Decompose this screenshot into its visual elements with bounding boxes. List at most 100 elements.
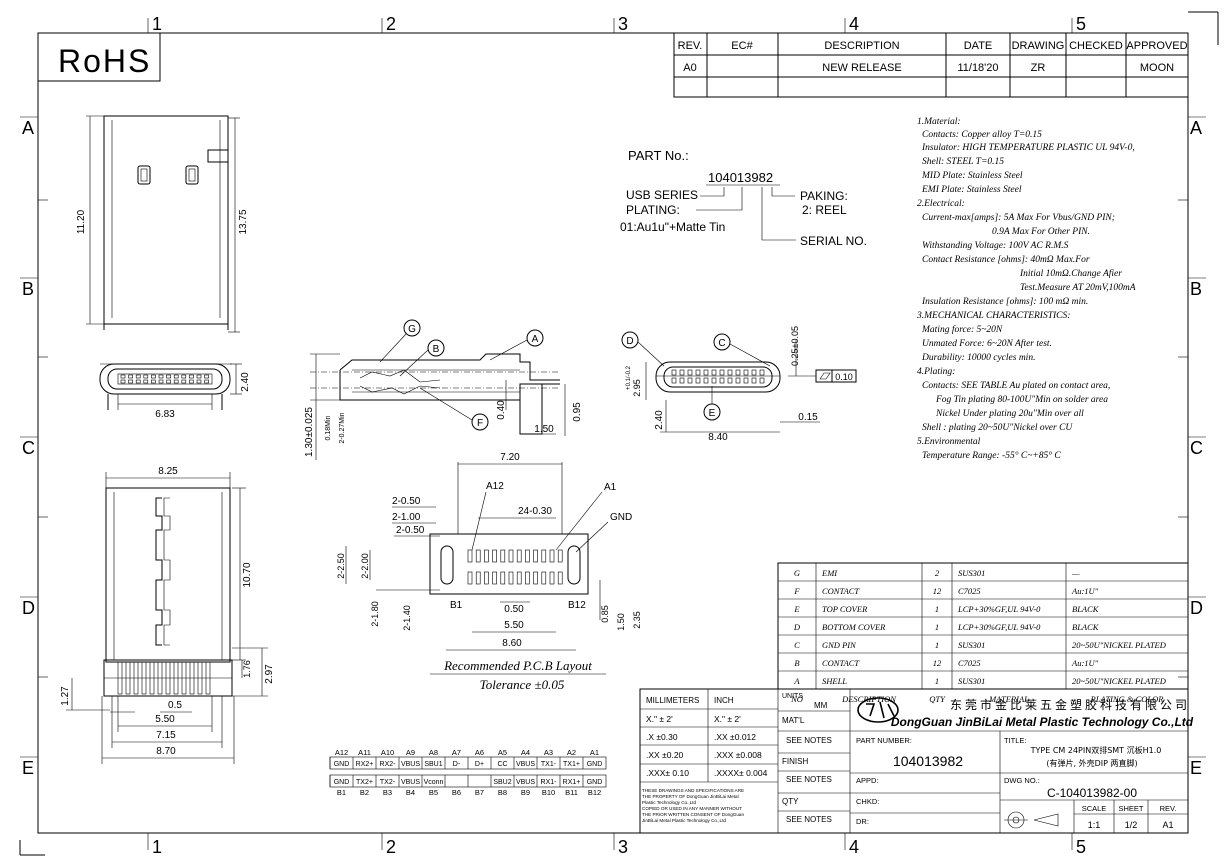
grid-row-c: C — [22, 438, 35, 458]
bom-cell: SHELL — [822, 676, 847, 686]
part-no-label: PART No.: — [628, 148, 689, 163]
pin-label-bottom: B2 — [360, 788, 369, 797]
chkd-label: CHKD: — [856, 797, 879, 806]
rev-label: REV. — [1160, 804, 1177, 813]
company-name-en: DongGuan JinBiLai Metal Plastic Technolo… — [891, 715, 1194, 729]
pin-label-bottom: B12 — [588, 788, 601, 797]
front-pin — [143, 374, 149, 379]
section-pin — [671, 377, 677, 384]
title-label: TITLE: — [1004, 736, 1027, 745]
pin-label-top: A3 — [544, 748, 553, 757]
units-value: MM — [814, 701, 828, 710]
plating-value: 01:Au1u"+Matte Tin — [620, 220, 725, 234]
bom-cell: 2 — [935, 568, 940, 578]
bom-cell: C7025 — [958, 658, 981, 668]
grid-ticks — [20, 18, 1206, 850]
front-pin — [166, 374, 171, 379]
dim-0-18min: 0.18Min — [325, 415, 332, 440]
front-pin — [173, 379, 179, 384]
rev-row-rev: A0 — [683, 62, 696, 74]
pcb-label-a12: A12 — [486, 481, 504, 492]
pin-assignment: A12GNDGNDB1A11RX2+TX2+B2A10RX2-TX2-B3A9V… — [329, 748, 607, 797]
bom-cell: 1 — [935, 676, 939, 686]
rev-row-date: 11/18'20 — [957, 62, 998, 74]
svg-text:E: E — [709, 408, 716, 419]
pin-signal-top: CC — [497, 761, 507, 768]
front-pin — [189, 379, 194, 384]
section-pin — [727, 377, 733, 384]
pin-signal-top: VBUS — [401, 761, 420, 768]
svg-text:.XXX ±0.008: .XXX ±0.008 — [714, 750, 762, 760]
pin-signal-top: RX2- — [380, 761, 397, 768]
scale-label: SCALE — [1082, 804, 1107, 813]
pcb-pad — [492, 549, 497, 563]
pcb-dim-2-200: 2-2.00 — [360, 553, 370, 579]
sheet-label: SHEET — [1118, 804, 1143, 813]
bom-cell: C7025 — [958, 586, 981, 596]
pin-label-top: A7 — [452, 748, 461, 757]
pin-signal-bottom: GND — [587, 779, 603, 786]
pcb-layout-title: Recommended P.C.B Layout — [443, 658, 592, 673]
pin-label-bottom: B10 — [542, 788, 555, 797]
section-pin — [679, 377, 685, 384]
bom-cell: Au:1U" — [1071, 586, 1099, 596]
svg-text:G: G — [408, 324, 416, 335]
bom-cell: BOTTOM COVER — [822, 622, 886, 632]
balloon-g — [403, 319, 421, 337]
rev-header-desc: DESCRIPTION — [824, 40, 899, 52]
front-pin — [189, 374, 194, 379]
pin-label-bottom: B3 — [383, 788, 392, 797]
grid-row-d-right: D — [1190, 598, 1203, 618]
svg-text:Unmated Force: 6~20N After tes: Unmated Force: 6~20N After test. — [922, 338, 1052, 349]
pcb-pad — [475, 571, 481, 585]
dim-0-5: 0.5 — [168, 700, 182, 711]
rev-row-approved: MOON — [1140, 62, 1174, 74]
svg-text:A: A — [532, 334, 539, 345]
dim-2-40: 2.40 — [240, 372, 251, 392]
svg-text:THE PRIOR WRITTEN CONSENT OF D: THE PRIOR WRITTEN CONSENT OF DongGuan — [642, 812, 744, 817]
pin-signal-top: D+ — [475, 761, 484, 768]
dim-0-25: 0.25±0.05 — [790, 326, 800, 366]
pcb-pad — [500, 549, 506, 563]
front-pin — [128, 374, 133, 379]
front-pin — [135, 379, 141, 384]
pin-label-top: A11 — [358, 748, 371, 757]
bom-cell: G — [794, 568, 800, 578]
grid-row-a-right: A — [1190, 118, 1202, 138]
section-pin — [743, 369, 749, 376]
section-pin — [751, 377, 757, 384]
bom-cell: TOP COVER — [822, 604, 868, 614]
pcb-pad — [533, 549, 538, 563]
svg-text:4.Plating:: 4.Plating: — [917, 367, 955, 377]
pin-signal-top: GND — [334, 761, 350, 768]
dim-0-95: 0.95 — [572, 402, 583, 422]
plating-label: PLATING: — [626, 203, 680, 217]
svg-text:Initial 10mΩ.Change Afier: Initial 10mΩ.Change Afier — [1019, 268, 1122, 279]
usb-series-label: USB SERIES — [626, 188, 698, 202]
svg-text:THESE DRAWINGS AND SPECIFICATI: THESE DRAWINGS AND SPECIFICATIONS ARE — [642, 788, 744, 793]
dim-8-40: 8.40 — [708, 432, 728, 443]
front-pin — [158, 379, 164, 384]
front-pin — [151, 374, 156, 379]
scale-value: 1:1 — [1088, 820, 1101, 830]
svg-text:Current-max[amps]: 5A Max For: Current-max[amps]: 5A Max For Vbus/GND P… — [922, 213, 1115, 223]
title-block: MILLIMETERS INCH X." ± 2' X." ± 2' .X ±0… — [639, 688, 1194, 834]
pcb-pad — [525, 549, 530, 563]
bom-cell: SUS301 — [958, 676, 985, 686]
pin-signal-bottom: SBU2 — [493, 779, 511, 786]
pcb-dim-2-140: 2-1.40 — [402, 605, 412, 631]
section-pin — [711, 377, 717, 384]
grid-row-c-right: C — [1190, 438, 1203, 458]
bom-cell: LCP+30%GF,UL 94V-0 — [957, 604, 1041, 614]
dim-1-27: 1.27 — [60, 686, 71, 706]
bom-cell: 12 — [933, 586, 942, 596]
rev-header-rev: REV. — [678, 40, 703, 52]
svg-text:Insulator: HIGH TEMPERATURE PL: Insulator: HIGH TEMPERATURE PLASTIC UL 9… — [921, 143, 1135, 153]
pcb-label-a1: A1 — [604, 482, 617, 493]
svg-text:D: D — [626, 336, 633, 347]
balloon-d — [621, 331, 639, 349]
bom-cell: NO — [790, 694, 803, 704]
bom-cell: 1 — [935, 622, 939, 632]
dim-8-70: 8.70 — [156, 746, 176, 757]
rev-row-desc: NEW RELEASE — [822, 62, 901, 74]
